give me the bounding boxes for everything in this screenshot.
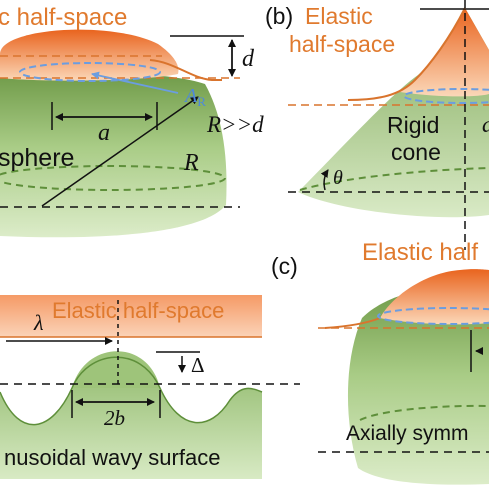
d-label: d	[242, 46, 255, 72]
panel-c-label: (c)	[271, 253, 298, 279]
sphere-base-dashed	[0, 165, 226, 191]
panel-b-cone: (b) Elastic half-space Rigid cone a θ	[265, 0, 489, 250]
elastic-halfspace-block	[0, 295, 262, 337]
wavy-outline	[0, 356, 263, 426]
panel-b-label: (b)	[265, 3, 293, 29]
cone-label-2: cone	[391, 139, 441, 165]
panel-a-sphere: c half-space d AR a R>>d sphere R	[0, 4, 264, 238]
ar-label: AR	[183, 85, 206, 109]
radius-arrow	[41, 96, 199, 207]
cone-label-1: Rigid	[387, 112, 439, 138]
a-clipped-label: a	[482, 112, 489, 137]
r-label: R	[183, 150, 199, 176]
cone-surface-line	[347, 7, 466, 101]
panel-b-title-2: half-space	[289, 31, 395, 57]
sphere-surface-line	[149, 59, 222, 81]
axisym-contact-ellipse	[377, 307, 489, 325]
cone-base-dashed	[299, 167, 489, 191]
cone-contact-ellipse	[403, 88, 489, 104]
a-label: a	[98, 120, 110, 146]
two-b-label: 2b	[104, 406, 125, 430]
axisym-label: Axially symm	[346, 422, 469, 445]
wavy-bump-top	[72, 351, 160, 388]
axisym-body	[347, 286, 489, 485]
panel-c-axisymmetric: (c) Elastic half Axially symm	[271, 239, 489, 485]
wavy-surface-label: nusoidal wavy surface	[4, 445, 220, 470]
panel-c-title: Elastic half	[362, 239, 478, 266]
sphere-label: sphere	[0, 144, 74, 172]
axisym-contact-cap	[380, 269, 489, 325]
wavy-surface-body	[0, 357, 262, 479]
sphere-contact-cap	[0, 29, 179, 81]
theta-label: θ	[333, 167, 343, 189]
condition-label: R>>d	[206, 112, 264, 137]
lambda-label: λ	[33, 310, 44, 335]
contact-area-ellipse	[19, 62, 161, 82]
theta-arc	[320, 169, 329, 191]
panel-d-wavy: Elastic half-space λ Δ 2b nusoidal wavy …	[0, 295, 300, 479]
panel-b-title-1: Elastic	[305, 3, 373, 29]
cone-contact-cap	[400, 8, 489, 97]
panel-a-title: c half-space	[0, 4, 127, 31]
delta-label: Δ	[191, 353, 205, 377]
panel-d-title: Elastic half-space	[52, 298, 224, 323]
axisym-base-dashed	[359, 404, 489, 421]
ar-arrow	[91, 71, 179, 94]
